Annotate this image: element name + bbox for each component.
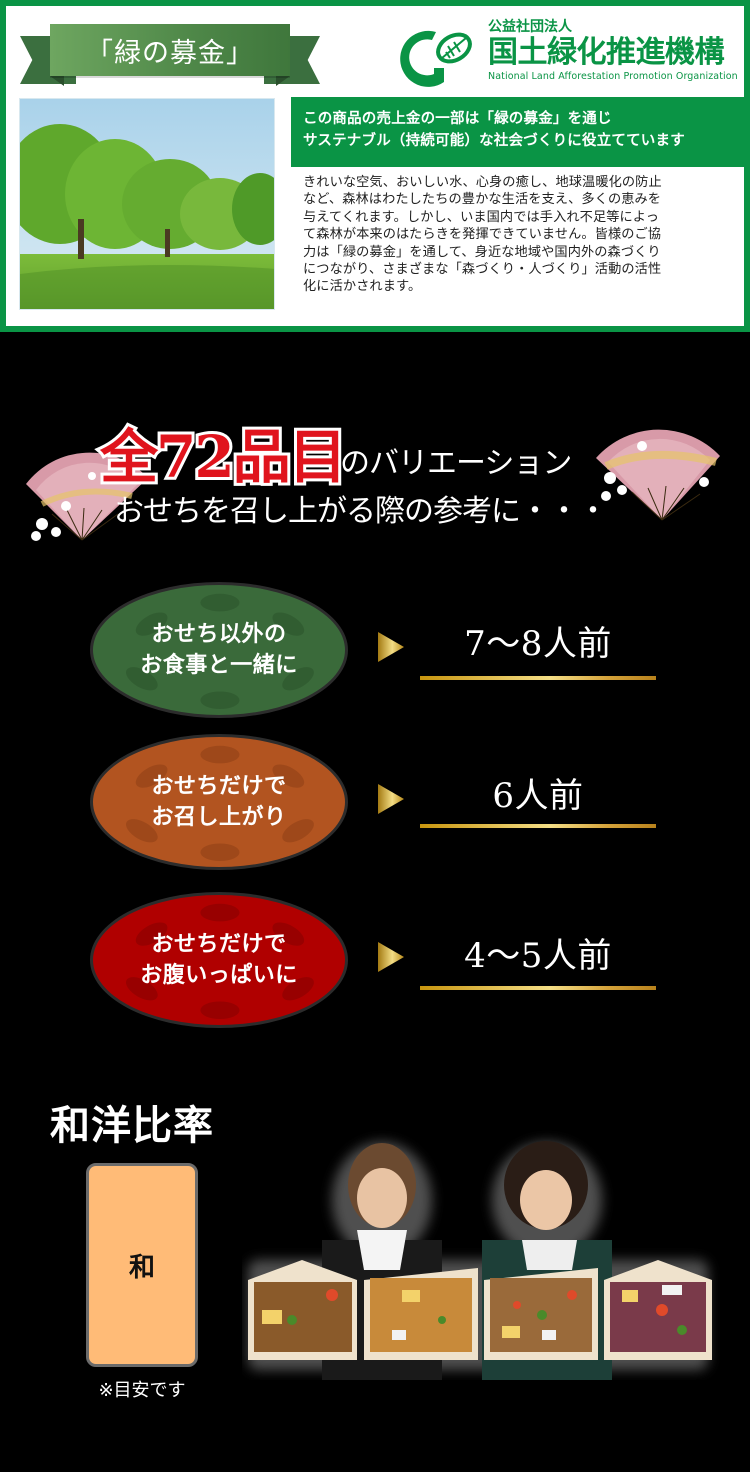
leaf-pattern-icon (125, 903, 314, 1020)
gold-arrow-icon (378, 784, 404, 814)
green-g-leaf-logo-icon (400, 30, 472, 87)
ribbon-fold-right (276, 76, 290, 86)
serving-oval-red: おせちだけで お腹いっぱいに (90, 892, 348, 1028)
serving-label-line-2: お食事と一緒に (140, 653, 298, 678)
women-holding-osechi-photo (248, 1141, 712, 1380)
gold-underline (420, 676, 656, 680)
serving-label-line-2: お召し上がり (151, 805, 287, 830)
body-line: て森林が本来のはたらきを発揮できていません。皆様のご協 (303, 227, 662, 243)
org-english-name: National Land Afforestation Promotion Or… (488, 71, 738, 82)
donation-headline: この商品の売上金の一部は「緑の募金」を通じ サステナブル（持続可能）な社会づくり… (291, 97, 746, 167)
body-line: 化に活かされます。 (303, 279, 422, 295)
serving-oval-green: おせち以外の お食事と一緒に (90, 582, 348, 718)
gold-underline (420, 986, 656, 990)
serving-value: 4〜5人前 (464, 936, 612, 976)
ribbon-fold-left (50, 76, 64, 86)
body-line: につながり、さまざまな「森づくり・人づくり」活動の活性 (303, 262, 662, 278)
leaf-pattern-icon (125, 593, 314, 710)
serving-label-line-1: おせち以外の (151, 622, 287, 647)
serving-row: おせちだけで お腹いっぱいに 4〜5人前 (0, 892, 750, 1032)
headline-suffix: のバリエーション (340, 446, 572, 481)
serving-label-line-2: お腹いっぱいに (140, 963, 298, 988)
serving-value: 6人前 (492, 776, 584, 816)
green-fund-ribbon: 「緑の募金」 (20, 18, 320, 92)
serving-label-line-1: おせちだけで (151, 932, 287, 957)
serving-label-line-1: おせちだけで (151, 774, 287, 799)
green-fund-section: 「緑の募金」 公益社団法人 国土緑化推進機構 National Land Aff… (0, 0, 750, 332)
body-line: きれいな空気、おいしい水、心身の癒し、地球温暖化の防止 (303, 175, 662, 190)
serving-value: 7〜8人前 (464, 624, 612, 664)
headline-subtitle: おせちを召し上がる際の参考に・・・ (114, 494, 608, 529)
gold-underline (420, 824, 656, 828)
headline-item-count: 全72品目 (97, 420, 350, 494)
org-subtitle: 公益社団法人 (488, 19, 572, 35)
gold-arrow-icon (378, 942, 404, 972)
forest-park-photo (19, 98, 275, 310)
body-line: 与えてくれます。しかし、いま国内では手入れ不足等によっ (303, 209, 659, 225)
ratio-note: ※目安です (98, 1380, 186, 1401)
donation-body-text: きれいな空気、おいしい水、心身の癒し、地球温暖化の防止 など、森林はわたしたちの… (303, 174, 743, 296)
variation-section: 全72品目 のバリエーション おせちを召し上がる際の参考に・・・ (0, 332, 750, 1472)
leaf-pattern-icon (125, 745, 314, 862)
organization-logo: 公益社団法人 国土緑化推進機構 National Land Afforestat… (394, 18, 744, 94)
org-name: 国土緑化推進機構 (488, 35, 724, 70)
ratio-bar-label: 和 (128, 1252, 155, 1283)
ratio-bar-japanese: 和 (86, 1163, 198, 1367)
body-line: 力は「緑の募金」を通して、身近な地域や国内外の森づくり (303, 244, 661, 260)
folding-fan-icon (596, 429, 720, 521)
donation-headline-line-2: サステナブル（持続可能）な社会づくりに役立てています (303, 133, 685, 149)
donation-headline-line-1: この商品の売上金の一部は「緑の募金」を通じ (303, 111, 612, 127)
folding-fan-icon (26, 452, 148, 541)
serving-row: おせち以外の お食事と一緒に 7〜8人前 (0, 582, 750, 722)
serving-row: おせちだけで お召し上がり 6人前 (0, 734, 750, 874)
serving-oval-orange: おせちだけで お召し上がり (90, 734, 348, 870)
ratio-title: 和洋比率 (50, 1102, 214, 1149)
gold-arrow-icon (378, 632, 404, 662)
body-line: など、森林はわたしたちの豊かな生活を支え、多くの恵みを (303, 192, 662, 208)
ribbon-label: 「緑の募金」 (50, 24, 290, 76)
